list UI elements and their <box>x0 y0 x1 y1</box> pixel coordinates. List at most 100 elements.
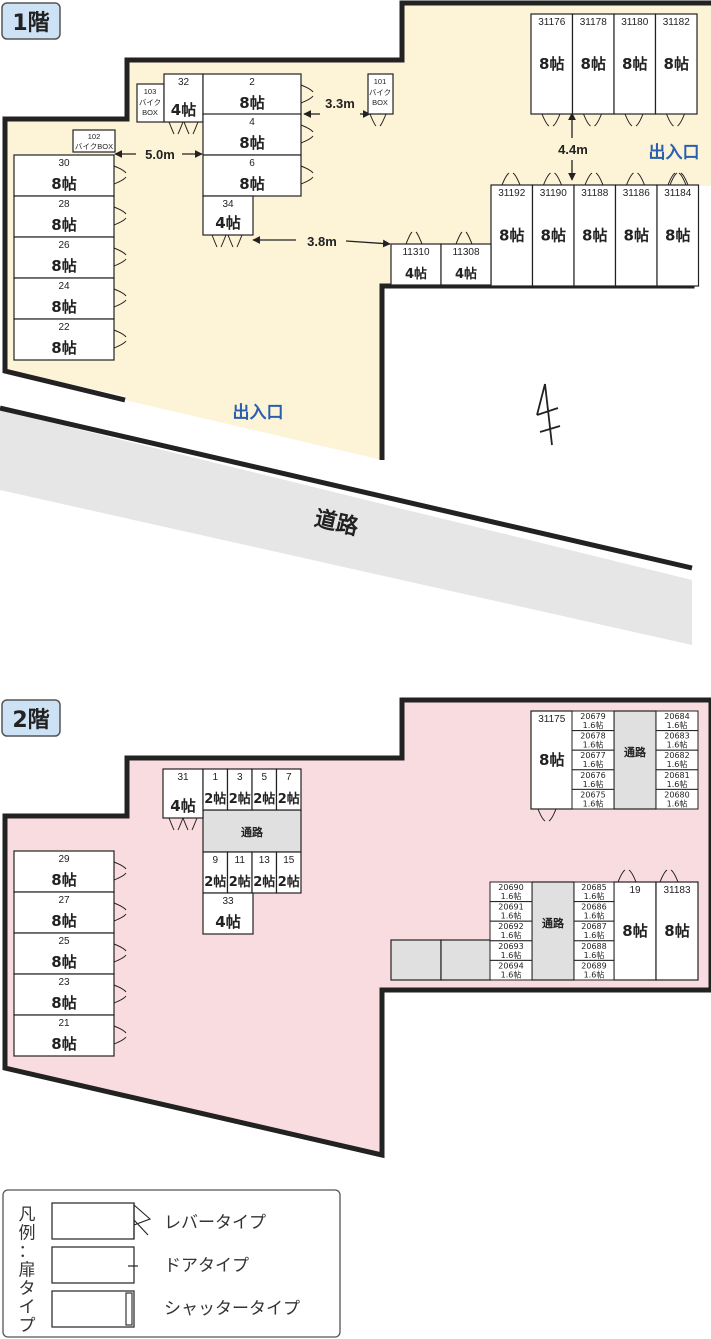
unit-number: 31176 <box>538 17 566 28</box>
floor1-label: 1階 <box>12 11 49 36</box>
storage-unit-19[interactable]: 19 8帖 <box>613 881 657 981</box>
unit-number: 31186 <box>623 188 651 199</box>
locker-size: 1.6帖 <box>667 720 688 730</box>
unit-size: 8帖 <box>622 922 647 940</box>
unit-number: 11310 <box>402 247 430 258</box>
lever-door-icon <box>113 902 127 922</box>
unit-number: 19 <box>629 885 641 896</box>
svg-text:102: 102 <box>88 132 101 141</box>
lever-door-icon <box>626 172 645 186</box>
distance-markers <box>114 110 576 248</box>
unit-number: 32 <box>178 77 190 88</box>
storage-unit-9[interactable]: 92帖 <box>202 851 229 894</box>
lever-door-icon <box>543 172 562 186</box>
unit-number: 11 <box>235 855 246 866</box>
svg-text:BOX: BOX <box>372 98 388 107</box>
distance-3-8m: 3.8m <box>307 234 337 249</box>
storage-unit-31186[interactable]: 31186 8帖 <box>614 184 658 287</box>
storage-unit-1[interactable]: 12帖 <box>202 768 229 811</box>
unit-size: 8帖 <box>582 227 607 245</box>
locker-number: 20680 <box>664 790 689 799</box>
unit-size: 8帖 <box>499 227 524 245</box>
locker-size: 1.6帖 <box>584 891 605 901</box>
lever-door-icon <box>537 808 557 822</box>
storage-unit-4[interactable]: 48帖 <box>202 113 302 156</box>
bike-box-103[interactable]: 103 バイク BOX <box>136 83 165 123</box>
lever-door-icon <box>168 817 184 831</box>
bike-box-101[interactable]: 101 バイク BOX <box>367 73 394 115</box>
unit-number: 2 <box>249 77 255 88</box>
unit-size: 8帖 <box>239 175 264 193</box>
floor2-label: 2階 <box>12 708 49 733</box>
unit-size: 8帖 <box>624 227 649 245</box>
storage-unit-6[interactable]: 68帖 <box>202 154 302 197</box>
bike-box-102[interactable]: 102 バイクBOX <box>72 129 116 153</box>
locker-number: 20694 <box>498 961 523 970</box>
unit-number: 31184 <box>664 188 692 199</box>
storage-unit-3[interactable]: 32帖 <box>226 768 253 811</box>
storage-unit-2[interactable]: 28帖 <box>202 73 302 116</box>
legend-title-char: イ <box>19 1298 36 1318</box>
storage-unit-5[interactable]: 52帖 <box>251 768 278 811</box>
unit-number: 34 <box>222 199 234 210</box>
unit-size: 4帖 <box>170 797 195 815</box>
unit-size: 2帖 <box>278 874 300 890</box>
storage-unit-7[interactable]: 72帖 <box>275 768 302 811</box>
unit-number: 1 <box>212 772 218 783</box>
unit-size: 8帖 <box>51 339 76 357</box>
unit-size: 8帖 <box>51 1035 76 1053</box>
unit-number: 5 <box>261 772 267 783</box>
lever-door-icon <box>584 172 604 186</box>
locker-size: 1.6帖 <box>584 969 605 979</box>
